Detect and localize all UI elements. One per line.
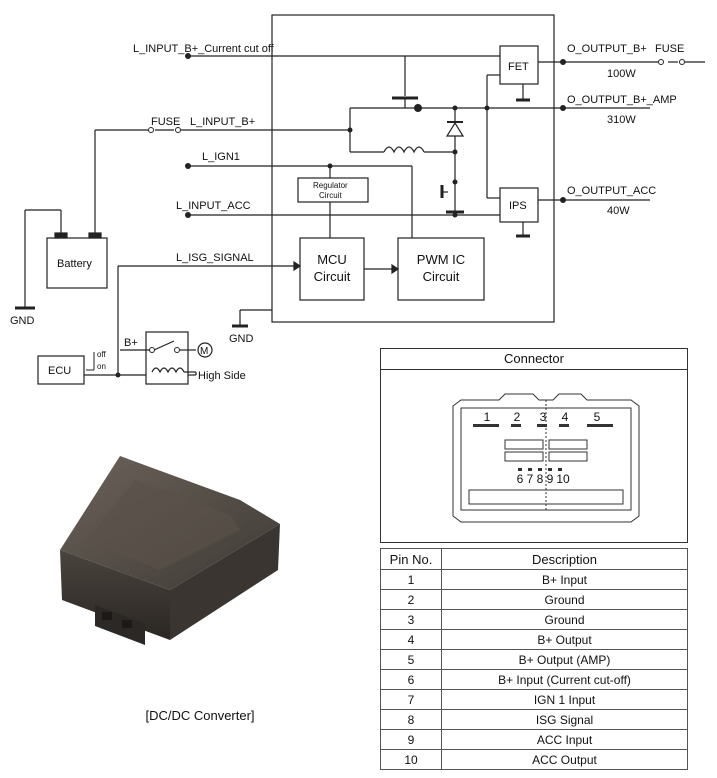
label-ecu-off: off [97, 350, 107, 359]
label-power-40w: 40W [607, 205, 630, 217]
label-fuse-in: FUSE [151, 116, 180, 128]
label-mcu-2: Circuit [314, 269, 351, 284]
label-output-amp: O_OUTPUT_B+_AMP [567, 94, 677, 106]
label-input-ign1: L_IGN1 [202, 151, 240, 163]
label-motor: M [200, 346, 208, 357]
connector-pin-2: 2 [514, 410, 521, 424]
dc-dc-converter-image [60, 456, 280, 645]
label-ecu-on: on [97, 362, 106, 371]
pin-description: ISG Signal [441, 709, 688, 730]
diode-symbol [445, 121, 465, 137]
pin-number: 3 [380, 609, 442, 630]
label-output-acc: O_OUTPUT_ACC [567, 185, 656, 197]
pin-description: Ground [441, 589, 688, 610]
connector-housing [452, 393, 640, 523]
pin-number: 8 [380, 709, 442, 730]
pin-description: IGN 1 Input [441, 689, 688, 710]
label-pwm-2: Circuit [423, 269, 460, 284]
pin-number: 2 [380, 589, 442, 610]
label-pwm-1: PWM IC [417, 252, 465, 267]
pin-description: B+ Input (Current cut-off) [441, 669, 688, 690]
header-pin-no: Pin No. [380, 548, 442, 570]
pin-number: 6 [380, 669, 442, 690]
label-mcu-1: MCU [317, 252, 347, 267]
photo-caption: [DC/DC Converter] [145, 708, 255, 723]
regulator-block [297, 177, 369, 203]
relay-coil [151, 367, 185, 374]
label-high-side: High Side [198, 370, 246, 382]
connector-pin-10: 10 [556, 472, 570, 486]
label-regulator-2: Circuit [319, 191, 342, 200]
connector-pin-5: 5 [594, 410, 601, 424]
inductor-symbol [383, 146, 425, 154]
pin-number: 9 [380, 729, 442, 750]
label-isg-signal: L_ISG_SIGNAL [176, 252, 254, 264]
header-description: Description [441, 548, 688, 570]
connector-panel: Connector 1 2 3 4 [380, 348, 688, 543]
pin-number: 5 [380, 649, 442, 670]
connector-title: Connector [381, 349, 687, 370]
label-ecu: ECU [48, 365, 71, 377]
connector-pin-4: 4 [562, 410, 569, 424]
motor-symbol [197, 342, 213, 358]
connector-pin-8: 8 [537, 472, 544, 486]
label-power-310w: 310W [607, 114, 636, 126]
connector-drawing: 1 2 3 4 5 6 7 8 9 10 [452, 393, 640, 523]
pin-table-header: Pin No. Description [380, 548, 688, 570]
label-b-plus-relay: B+ [124, 337, 138, 349]
pin-description: ACC Input [441, 729, 688, 750]
label-output-b-plus: O_OUTPUT_B+ [567, 43, 647, 55]
housing-front [60, 550, 170, 640]
pin-description: B+ Output (AMP) [441, 649, 688, 670]
label-input-current-cut-off: L_INPUT_B+_Current cut off [133, 43, 275, 55]
label-fet: FET [508, 61, 529, 73]
label-ips: IPS [509, 200, 527, 212]
label-battery: Battery [57, 258, 92, 270]
pin-description: B+ Input [441, 569, 688, 590]
connector-pin-9: 9 [547, 472, 554, 486]
schematic-diagram: L_INPUT_B+_Current cut off L_INPUT_B+ L_… [10, 14, 705, 385]
label-gnd-left: GND [10, 315, 35, 327]
pin-description: Ground [441, 609, 688, 630]
label-fuse-out: FUSE [655, 43, 684, 55]
pin-description: ACC Output [441, 749, 688, 770]
pin-number: 4 [380, 629, 442, 650]
label-regulator-1: Regulator [313, 181, 348, 190]
label-input-acc: L_INPUT_ACC [176, 200, 251, 212]
connector-pin-7: 7 [527, 472, 534, 486]
label-gnd-mid: GND [229, 333, 254, 345]
connector-pin-3: 3 [540, 410, 547, 424]
battery-block [46, 237, 108, 289]
relay-box [145, 331, 189, 385]
ecu-block [37, 355, 85, 385]
pin-description: B+ Output [441, 629, 688, 650]
connector-pin-1: 1 [484, 410, 491, 424]
label-input-b-plus: L_INPUT_B+ [190, 116, 255, 128]
pin-number: 7 [380, 689, 442, 710]
connector-pin-6: 6 [517, 472, 524, 486]
pin-number: 1 [380, 569, 442, 590]
ips-block [499, 187, 539, 223]
housing-side [170, 524, 280, 640]
converter-enclosure [271, 14, 555, 323]
pin-number: 10 [380, 749, 442, 770]
label-power-100w: 100W [607, 68, 636, 80]
fet-block [499, 45, 539, 85]
